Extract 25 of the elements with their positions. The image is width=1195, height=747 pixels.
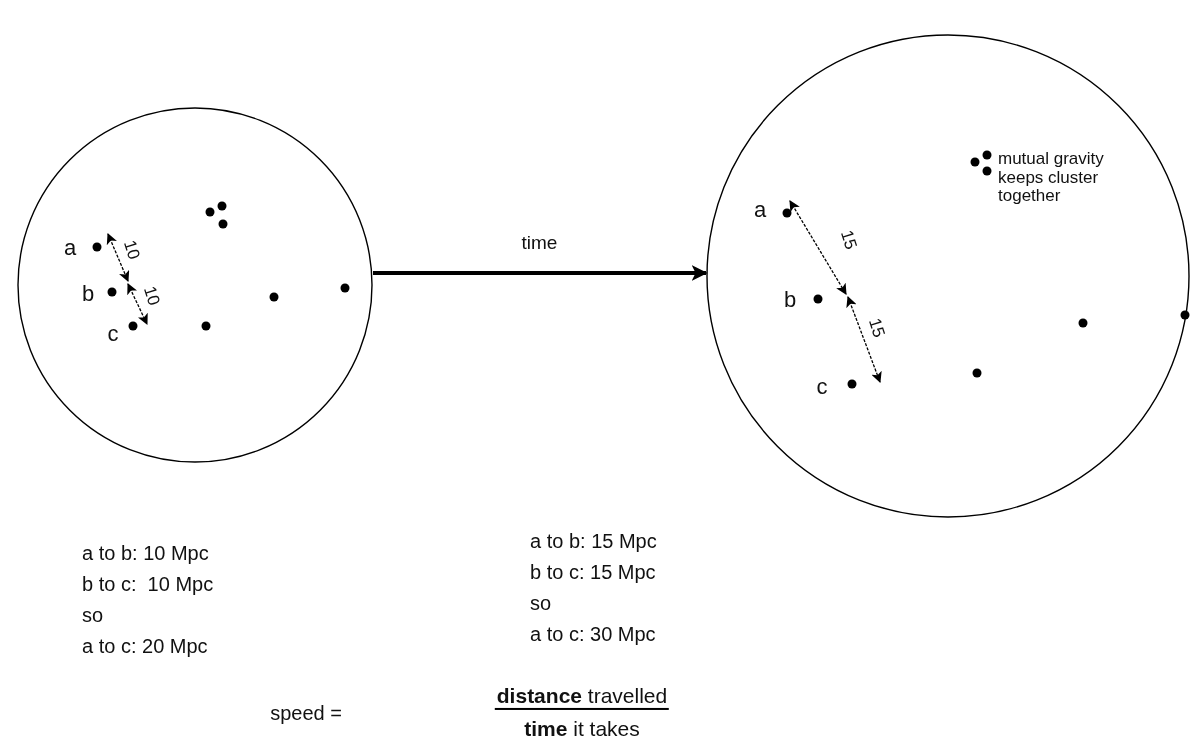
- distance-text: a to c: 20 Mpc: [82, 635, 208, 657]
- annotation-text: mutual gravity keeps cluster together: [998, 150, 1105, 207]
- arrow: [373, 265, 708, 281]
- distance-text: a to b: 15 Mpc: [530, 530, 657, 552]
- point-letter: a: [753, 197, 767, 223]
- distance-text: b to c: 15 Mpc: [530, 561, 656, 583]
- dimension-label: 15: [836, 228, 860, 252]
- dimension-label: 10: [139, 284, 163, 308]
- circle-outline: [706, 34, 1190, 518]
- fraction-denominator: time it takes: [524, 717, 640, 741]
- distance-text: a to c: 30 Mpc: [530, 623, 656, 645]
- distance-text: a to b: 10 Mpc: [82, 542, 209, 564]
- formula-text: speed =: [270, 702, 342, 724]
- point-letter: b: [81, 281, 95, 307]
- fraction-numerator: distance travelled: [494, 683, 670, 711]
- dimension-label: 10: [119, 238, 143, 262]
- point-letter: c: [107, 321, 119, 347]
- distance-text: so: [530, 592, 552, 614]
- circle-outline: [17, 107, 373, 463]
- distance-text: so: [82, 604, 104, 626]
- point-letter: a: [63, 235, 77, 261]
- distance-text: b to c: 10 Mpc: [82, 573, 214, 595]
- dimension-label: 15: [864, 316, 888, 340]
- point-letter: b: [783, 287, 797, 313]
- point-letter: c: [816, 374, 828, 400]
